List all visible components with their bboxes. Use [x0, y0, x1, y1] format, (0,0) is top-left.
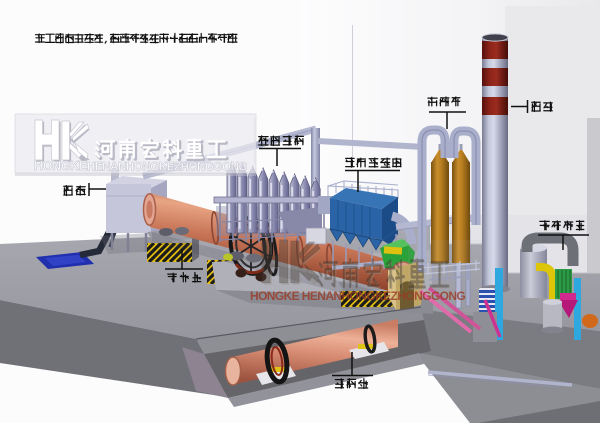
svg-text:HONGKE: HONGKE [34, 159, 87, 173]
svg-text:HENANHONGKEZHONGGONG: HENANHONGKEZHONGGONG [87, 162, 247, 174]
svg-text:HONGKE HENANHONGKEZHONGGONG: HONGKE HENANHONGKEZHONGGONG [250, 289, 465, 303]
